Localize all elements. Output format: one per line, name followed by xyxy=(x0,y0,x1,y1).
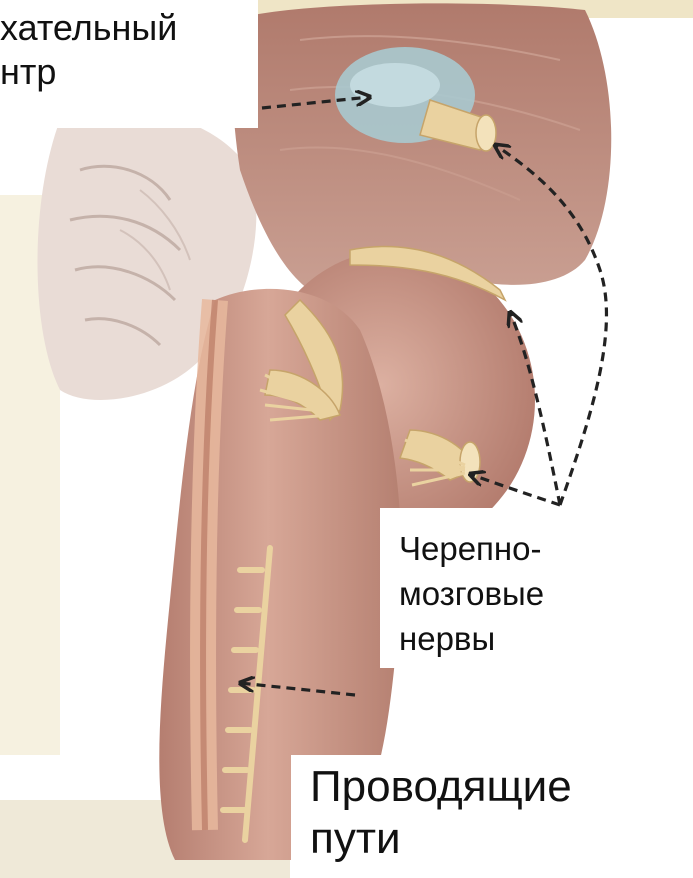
cranial-nerves-label-line1: Черепно- xyxy=(399,526,693,571)
conducting-pathways-label-line2: пути xyxy=(310,813,693,865)
conducting-pathways-label-line1: Проводящие xyxy=(310,761,693,813)
cranial-nerves-label-line3: нервы xyxy=(399,616,693,661)
respiratory-center-label-line2: нтр xyxy=(0,50,258,94)
cranial-nerves-label-line2: мозговые xyxy=(399,571,693,616)
respiratory-center-label: хательный нтр xyxy=(0,0,258,128)
respiratory-center-label-line1: хательный xyxy=(0,6,258,50)
cranial-nerves-label: Черепно- мозговые нервы xyxy=(380,508,693,668)
conducting-pathways-label: Проводящие пути xyxy=(291,755,693,878)
